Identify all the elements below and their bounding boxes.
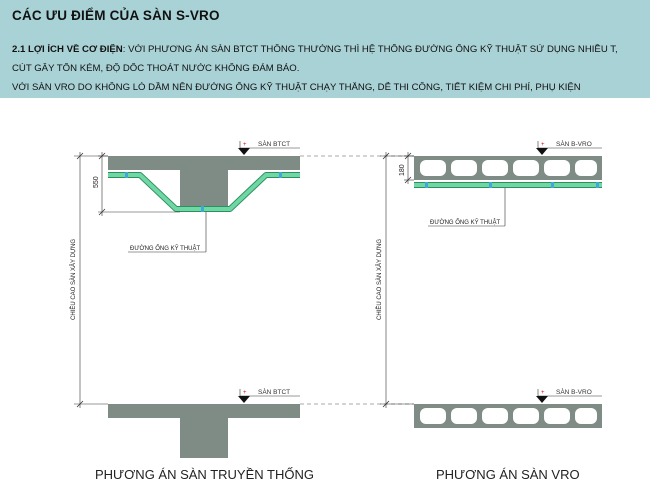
left-caption: PHƯƠNG ÁN SÀN TRUYỀN THỐNG	[95, 467, 314, 482]
right-pipe-fitting	[489, 182, 492, 188]
paragraph-line-2: CÚT GÂY TỐN KÉM, ĐỘ DỐC THOÁT NƯỚC KHÔNG…	[12, 63, 300, 74]
left-top-level-marker: + SÀN BTCT	[238, 139, 300, 155]
left-top-slab	[108, 156, 300, 170]
right-top-level-tag: SÀN B-VRO	[556, 139, 592, 148]
svg-text:+: +	[541, 142, 545, 148]
right-pipe-fitting	[551, 182, 554, 188]
right-bottom-slab-voids	[420, 408, 597, 424]
left-drawing: + SÀN BTCT + SÀN BTCT 550 CHIỀU CAO S	[70, 139, 300, 458]
comparison-drawing: + SÀN BTCT + SÀN BTCT 550 CHIỀU CAO S	[70, 139, 602, 458]
left-pipe-callout: ĐƯỜNG ỐNG KỸ THUẬT	[128, 212, 207, 253]
svg-text:+: +	[541, 390, 545, 396]
right-bottom-level-marker: + SÀN B-VRO	[536, 387, 602, 403]
left-bottom-slab	[108, 404, 300, 418]
left-height-dimension: CHIỀU CAO SÀN XÂY DỰNG	[70, 152, 108, 408]
left-bottom-level-marker: + SÀN BTCT	[238, 387, 300, 403]
left-pipe-fitting	[279, 172, 282, 178]
left-bottom-beam	[180, 418, 228, 458]
right-pipe-label: ĐƯỜNG ỐNG KỸ THUẬT	[430, 219, 500, 226]
right-bottom-level-tag: SÀN B-VRO	[556, 387, 592, 396]
right-dimension-value: 180	[399, 164, 406, 176]
page-title: CÁC ƯU ĐIỂM CỦA SÀN S-VRO	[12, 8, 220, 23]
svg-text:+: +	[243, 142, 247, 148]
right-pipe-fitting	[596, 182, 599, 188]
right-top-slab-voids	[420, 160, 597, 176]
paragraph-line-1: 2.1 LỢI ÍCH VỀ CƠ ĐIỆN: VỚI PHƯƠNG ÁN SÀ…	[12, 44, 648, 55]
paragraph-line-1-text: : VỚI PHƯƠNG ÁN SÀN BTCT THÔNG THƯỜNG TH…	[122, 44, 618, 55]
right-caption: PHƯƠNG ÁN SÀN VRO	[436, 467, 580, 482]
paragraph-line-3: VỚI SÀN VRO DO KHÔNG LÒ DẦM NÊN ĐƯỜNG ỐN…	[12, 82, 581, 93]
left-bottom-level-tag: SÀN BTCT	[258, 387, 290, 396]
left-pipe-fitting	[125, 172, 128, 178]
left-top-beam	[180, 170, 228, 212]
right-dimension: 180	[399, 152, 414, 184]
left-height-label: CHIỀU CAO SÀN XÂY DỰNG	[70, 239, 77, 320]
right-pipe-callout: ĐƯỜNG ỐNG KỸ THUẬT	[428, 188, 506, 227]
right-height-label: CHIỀU CAO SÀN XÂY DỰNG	[376, 239, 383, 320]
right-pipe-fitting	[425, 182, 428, 188]
svg-text:+: +	[243, 390, 247, 396]
header-band	[0, 0, 650, 98]
right-top-level-marker: + SÀN B-VRO	[536, 139, 602, 155]
section-label: 2.1 LỢI ÍCH VỀ CƠ ĐIỆN	[12, 44, 123, 55]
left-top-level-tag: SÀN BTCT	[258, 139, 290, 148]
left-pipe-label: ĐƯỜNG ỐNG KỸ THUẬT	[130, 245, 200, 252]
left-dimension-value: 550	[93, 176, 100, 188]
right-drawing: + SÀN B-VRO + SÀN B-VRO 180 CHIỀU CAO	[376, 139, 602, 428]
left-pipe-fitting	[201, 206, 204, 212]
right-height-dimension: CHIỀU CAO SÀN XÂY DỰNG	[376, 152, 414, 408]
